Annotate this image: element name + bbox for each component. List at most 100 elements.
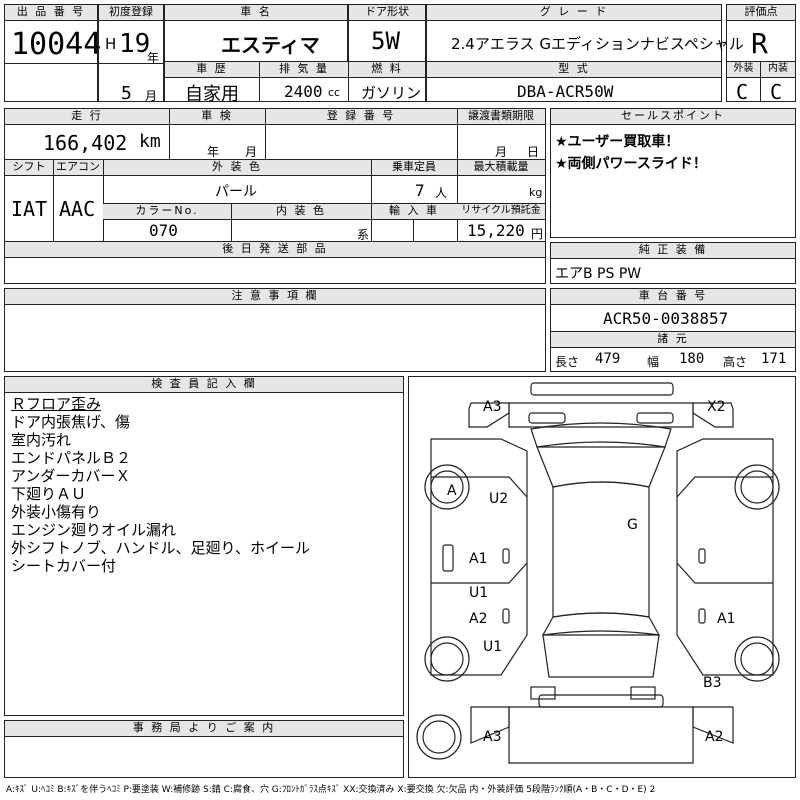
mark-a1-right: A1	[717, 611, 736, 627]
score-box: 評価点 R	[726, 4, 796, 62]
inspector-note-line: Ｒフロア歪み	[11, 395, 102, 413]
ext-color-label: 外 装 色	[103, 160, 371, 176]
mileage-unit: km	[139, 131, 161, 152]
height: 171	[761, 351, 787, 367]
transfer-day-unit: 日	[527, 145, 540, 159]
aircon: AAC	[59, 197, 96, 221]
sales-point-1: ★ユーザー買取車！	[555, 134, 680, 150]
mark-x2-top: X2	[707, 399, 726, 415]
fuel-box: 燃 料 ガソリン	[348, 61, 426, 102]
mark-u1-b: U1	[483, 639, 503, 655]
caution-box: 注 意 事 項 欄	[4, 288, 546, 372]
displacement: 2400	[284, 82, 323, 101]
mark-a1-left: A1	[469, 551, 488, 567]
inspector-note-line: 外装小傷有り	[11, 503, 102, 521]
displacement-unit: cc	[328, 86, 341, 99]
exterior-label: 外装	[727, 62, 760, 78]
car-name-label: 車 名	[165, 5, 347, 21]
recycle: 15,220	[467, 221, 525, 240]
door-box: ドア形状 5W	[348, 4, 426, 62]
mark-u2: U2	[489, 491, 509, 507]
mileage: 166,402	[43, 131, 128, 155]
color-no-label: カラーNo.	[103, 204, 231, 220]
max-load-unit: kg	[529, 186, 543, 199]
history: 自家用	[185, 84, 239, 105]
inspection-label: 車 検	[169, 109, 265, 125]
door-type: 5W	[371, 27, 400, 55]
inspector-note-line: ドア内張焦げ、傷	[11, 413, 130, 431]
mark-b3: B3	[703, 675, 722, 691]
import-label: 輸 入 車	[371, 204, 457, 220]
mileage-label: 走 行	[5, 109, 169, 125]
shift-label: シフト	[5, 160, 53, 176]
int-color-unit: 系	[357, 228, 370, 242]
inspector-label: 検 査 員 記 入 欄	[5, 377, 403, 393]
chassis-number: ACR50-0038857	[603, 309, 729, 328]
fuel: ガソリン	[361, 84, 422, 102]
mark-a2-bottom: A2	[705, 729, 724, 745]
model-label: 型 式	[427, 62, 721, 78]
exterior-score: C	[736, 80, 749, 104]
legend: A:ｷｽﾞ U:ﾍｺﾐ B:ｷｽﾞを伴うﾍｺﾐ P:要塗装 W:補修跡 S:錆 …	[6, 785, 656, 795]
grade-box: グ レ ー ド 2.4アエラス Gエディションナビスペシャル	[426, 4, 744, 62]
interior-box: 内装 C	[760, 61, 796, 104]
inspector-note-line: アンダーカバーＸ	[11, 467, 131, 485]
max-load-label: 最大積載量	[457, 160, 545, 176]
length: 479	[595, 351, 621, 367]
transfer-label: 譲渡書類期限	[457, 109, 545, 125]
displacement-box: 排 気 量 2400 cc	[259, 61, 349, 102]
history-box: 車 歴 自家用	[164, 61, 260, 105]
color-no: 070	[149, 221, 178, 240]
chassis-box: 車 台 番 号 ACR50-0038857 諸 元 長さ 479 幅 180 高…	[550, 288, 796, 372]
score-label: 評価点	[727, 5, 795, 21]
length-label: 長さ	[555, 355, 580, 369]
lot-number: 10044	[11, 27, 102, 62]
office-label: 事 務 局 よ り ご 案 内	[5, 721, 403, 737]
era: H	[105, 35, 117, 53]
genuine-equipment-box: 純 正 装 備 エアB PS PW	[550, 242, 796, 284]
reg-number-label: 登 録 番 号	[265, 109, 457, 125]
inspection-year-unit: 年	[207, 145, 220, 159]
transfer-month-unit: 月	[495, 145, 508, 159]
reg-month: 5	[121, 83, 132, 104]
inspector-note-line: 下廻りＡＵ	[11, 485, 87, 503]
genuine-label: 純 正 装 備	[551, 243, 795, 259]
recycle-label: リサイクル預託金	[457, 204, 545, 220]
inspector-note-line: エンジン廻りオイル漏れ	[11, 521, 177, 539]
inspector-note-line: シートカバー付	[11, 557, 117, 575]
model: DBA-ACR50W	[517, 82, 614, 101]
interior-label: 内装	[761, 62, 795, 78]
displacement-label: 排 気 量	[260, 62, 348, 78]
lot-number-label: 出 品 番 号	[5, 5, 97, 21]
width: 180	[679, 351, 705, 367]
mark-u1-a: U1	[469, 585, 489, 601]
mark-a2: A2	[469, 611, 488, 627]
sales-point-label: セールスポイント	[551, 109, 795, 125]
capacity-unit: 人	[435, 186, 448, 200]
inspection-month-unit: 月	[245, 145, 258, 159]
interior-score: C	[770, 80, 783, 104]
vehicle-info-block: 走 行 車 検 登 録 番 号 譲渡書類期限 166,402 km 年 月 月 …	[4, 108, 546, 284]
score: R	[751, 27, 768, 60]
model-box: 型 式 DBA-ACR50W	[426, 61, 722, 102]
sales-point-2: ★両側パワースライド！	[555, 156, 707, 172]
first-reg-label: 初度登録	[99, 5, 163, 21]
aircon-label: エアコン	[53, 160, 103, 176]
lot-number-box: 出 品 番 号 10044	[4, 4, 102, 102]
door-label: ドア形状	[349, 5, 425, 21]
mark-g: G	[627, 517, 638, 533]
mark-a3-top: A3	[483, 399, 502, 415]
inspector-note-line: 外シフトノブ、ハンドル、足廻り、ホイール	[11, 539, 310, 557]
later-parts-label: 後 日 発 送 部 品	[5, 242, 545, 258]
genuine-equipment: エアB PS PW	[555, 266, 642, 282]
year-unit: 年	[147, 51, 160, 65]
reg-year: 19	[119, 29, 151, 59]
chassis-label: 車 台 番 号	[551, 289, 795, 305]
car-outline-drawing	[416, 382, 780, 764]
first-registration-box: 初度登録 H 19 年 5 月	[98, 4, 164, 104]
sales-point-box: セールスポイント ★ユーザー買取車！ ★両側パワースライド！	[550, 108, 796, 238]
car-diagram: A3 X2 A U2 G A1 U1 A2 U1 A1 B3 A3 A2	[408, 376, 796, 778]
caution-label: 注 意 事 項 欄	[5, 289, 545, 305]
